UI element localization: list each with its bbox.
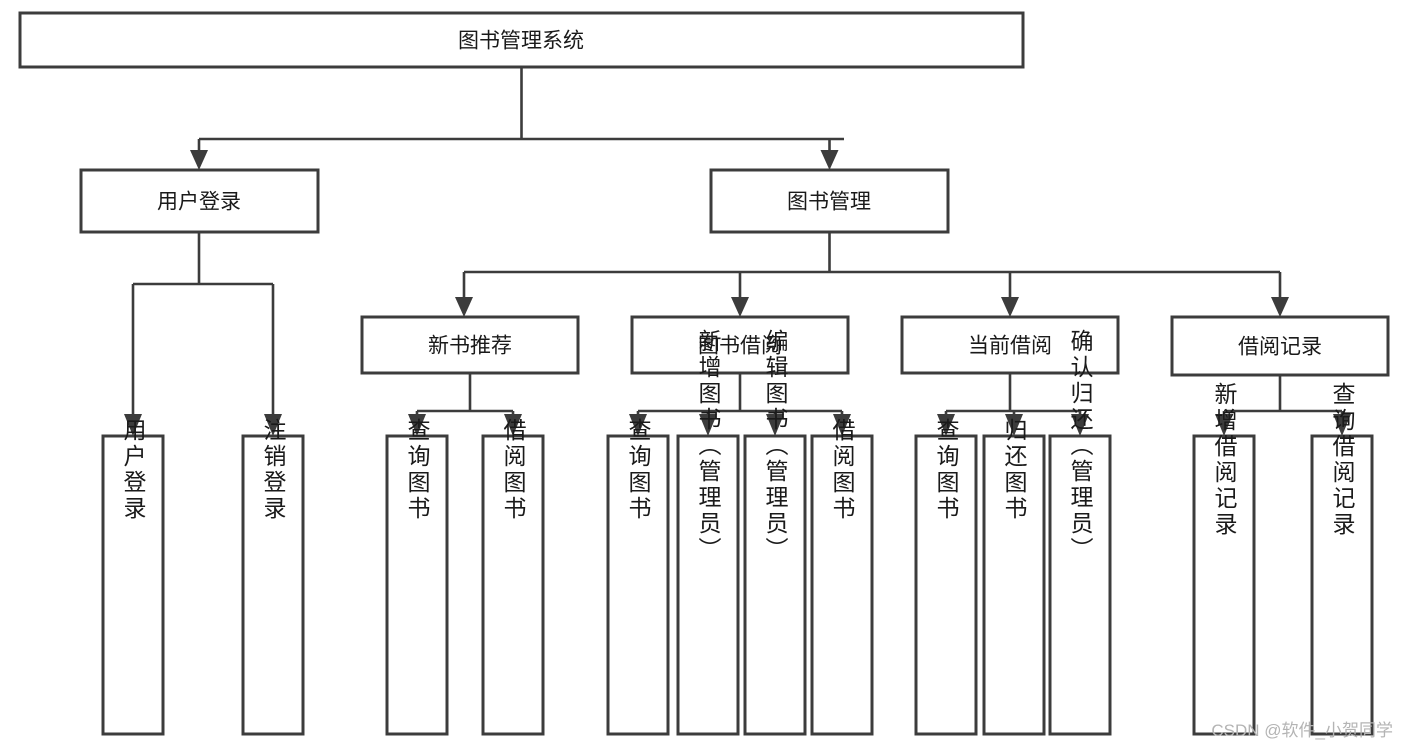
leaf-br-query-record-label: 查询借阅记录 bbox=[1329, 382, 1356, 538]
arrow-head-new-book bbox=[455, 297, 473, 317]
node-user-login-box[interactable] bbox=[79, 168, 320, 234]
leaf-node[interactable]: 确认归还（管理员） bbox=[1048, 329, 1112, 736]
node-user-login-label: 用户登录 bbox=[157, 191, 241, 214]
node-new-book-recommend[interactable]: 新书推荐 bbox=[360, 315, 580, 375]
leaf-node[interactable]: 归还图书 bbox=[982, 418, 1046, 736]
node-user-login[interactable]: 用户登录 bbox=[79, 168, 320, 234]
leaf-cb-return-book-label: 归还图书 bbox=[1001, 418, 1028, 522]
node-root-box[interactable] bbox=[18, 11, 1025, 69]
node-book-manage-box[interactable] bbox=[709, 168, 950, 234]
leaf-node[interactable]: 用户登录 bbox=[101, 418, 165, 736]
leaf-br-add-record-box[interactable] bbox=[1192, 434, 1256, 736]
arrow-head-cb-query bbox=[937, 414, 955, 436]
leaf-br-add-record-label: 新增借阅记录 bbox=[1211, 382, 1238, 538]
leaf-bb-borrow-book-label: 借阅图书 bbox=[829, 418, 856, 522]
node-borrow-record-box[interactable] bbox=[1170, 315, 1390, 377]
arrow-head-bb-query bbox=[629, 414, 647, 436]
leaf-cb-query-book-label: 查询图书 bbox=[933, 418, 960, 522]
node-root[interactable]: 图书管理系统 bbox=[18, 11, 1025, 69]
leaf-nb-query-book-box[interactable] bbox=[385, 434, 449, 736]
arrow-head-cb-confirm bbox=[1071, 414, 1089, 436]
arrow-head-br-query bbox=[1333, 414, 1351, 436]
leaf-node[interactable]: 查询借阅记录 bbox=[1310, 382, 1374, 736]
connector-group-current-borrow-to-leaves bbox=[937, 373, 1089, 436]
leaf-cb-confirm-return-label: 确认归还（管理员） bbox=[1067, 329, 1094, 563]
arrow-head-nb-query bbox=[408, 414, 426, 436]
leaf-node[interactable]: 编辑图书（管理员） bbox=[743, 329, 807, 736]
leaf-node[interactable]: 新增借阅记录 bbox=[1192, 382, 1256, 736]
node-book-borrow-label: 图书借阅 bbox=[698, 335, 782, 358]
leaf-bb-query-book-box[interactable] bbox=[606, 434, 670, 736]
leaf-logout-label: 注销登录 bbox=[260, 418, 287, 522]
csdn-watermark: CSDN @软件_小贺同学 bbox=[1211, 721, 1393, 740]
leaf-bb-edit-book-box[interactable] bbox=[743, 434, 807, 736]
arrow-head-borrow-record bbox=[1271, 297, 1289, 317]
arrow-head-book-manage bbox=[820, 150, 839, 170]
connector-group-borrow-record-to-leaves bbox=[1215, 375, 1351, 436]
connector-group-book-manage-to-level3 bbox=[455, 232, 1289, 317]
leaf-node[interactable]: 查询图书 bbox=[385, 418, 449, 736]
arrow-head-current-borrow bbox=[1001, 297, 1019, 317]
leaf-bb-add-book-label: 新增图书（管理员） bbox=[695, 329, 722, 563]
node-book-borrow[interactable]: 图书借阅 bbox=[630, 315, 850, 375]
connector-group-book-borrow-to-leaves bbox=[629, 373, 851, 436]
arrow-head-bb-edit bbox=[766, 414, 784, 436]
arrow-head-nb-borrow bbox=[504, 414, 522, 436]
node-new-book-recommend-label: 新书推荐 bbox=[428, 335, 512, 358]
node-book-borrow-box[interactable] bbox=[630, 315, 850, 375]
leaf-node[interactable]: 新增图书（管理员） bbox=[676, 329, 740, 736]
leaf-br-query-record-box[interactable] bbox=[1310, 434, 1374, 736]
arrow-head-leaf-user-login bbox=[124, 414, 142, 436]
arrow-head-br-add bbox=[1215, 414, 1233, 436]
leaf-cb-return-book-box[interactable] bbox=[982, 434, 1046, 736]
leaf-user-login-label: 用户登录 bbox=[120, 418, 147, 522]
leaf-nb-borrow-book-box[interactable] bbox=[481, 434, 545, 736]
node-book-manage-label: 图书管理 bbox=[787, 191, 871, 214]
arrow-head-bb-borrow bbox=[833, 414, 851, 436]
node-current-borrow[interactable]: 当前借阅 bbox=[900, 315, 1120, 375]
node-new-book-recommend-box[interactable] bbox=[360, 315, 580, 375]
connector-group-new-book-to-leaves bbox=[408, 373, 522, 436]
leaf-node[interactable]: 注销登录 bbox=[241, 418, 305, 736]
connector-group-root-to-level2 bbox=[190, 67, 844, 170]
leaf-user-login-box[interactable] bbox=[101, 434, 165, 736]
leaf-node[interactable]: 查询图书 bbox=[606, 418, 670, 736]
leaf-node[interactable]: 借阅图书 bbox=[481, 418, 545, 736]
leaf-cb-query-book-box[interactable] bbox=[914, 434, 978, 736]
arrow-head-leaf-logout bbox=[264, 414, 282, 436]
arrow-head-cb-return bbox=[1005, 414, 1023, 436]
leaf-bb-add-book-box[interactable] bbox=[676, 434, 740, 736]
arrow-head-book-borrow bbox=[731, 297, 749, 317]
node-current-borrow-label: 当前借阅 bbox=[968, 335, 1052, 358]
leaf-logout-box[interactable] bbox=[241, 434, 305, 736]
node-book-manage[interactable]: 图书管理 bbox=[709, 168, 950, 234]
leaf-nb-query-book-label: 查询图书 bbox=[404, 418, 431, 522]
leaf-node[interactable]: 查询图书 bbox=[914, 418, 978, 736]
node-root-label: 图书管理系统 bbox=[458, 30, 584, 53]
leaf-bb-edit-book-label: 编辑图书（管理员） bbox=[762, 329, 789, 563]
arrow-head-user-login bbox=[190, 150, 208, 170]
leaf-bb-borrow-book-box[interactable] bbox=[810, 434, 874, 736]
leaf-cb-confirm-return-box[interactable] bbox=[1048, 434, 1112, 736]
leaf-nb-borrow-book-label: 借阅图书 bbox=[500, 418, 527, 522]
arrow-head-bb-add bbox=[699, 414, 717, 436]
node-borrow-record[interactable]: 借阅记录 bbox=[1170, 315, 1390, 377]
leaf-node[interactable]: 借阅图书 bbox=[810, 418, 874, 736]
leaf-bb-query-book-label: 查询图书 bbox=[625, 418, 652, 522]
node-current-borrow-box[interactable] bbox=[900, 315, 1120, 375]
connector-group-user-login-to-leaves bbox=[124, 232, 282, 436]
node-borrow-record-label: 借阅记录 bbox=[1238, 336, 1322, 359]
